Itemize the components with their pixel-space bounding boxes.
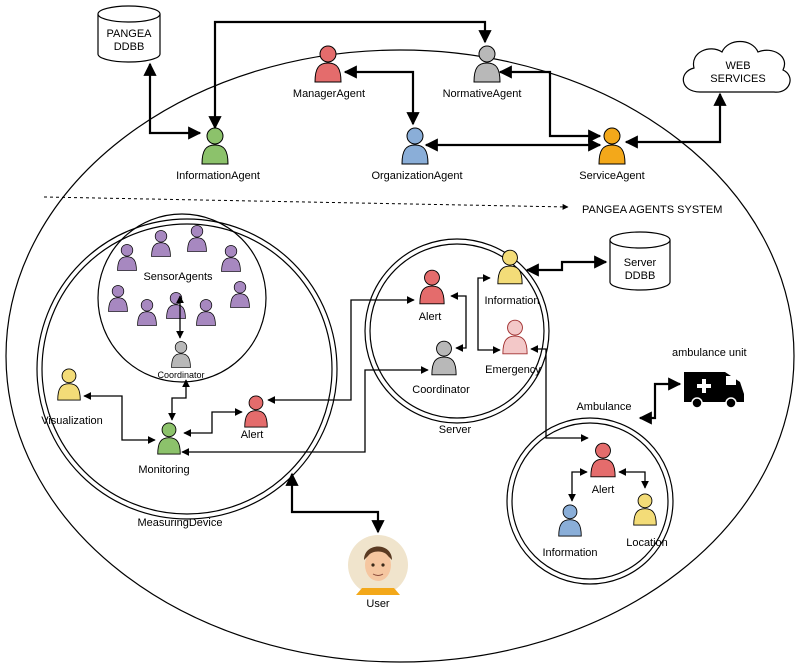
sensor-agent-icon <box>187 225 207 252</box>
server-alert-label: Alert <box>419 311 442 323</box>
md-coordinator-icon <box>171 341 191 368</box>
web-services-label-2: SERVICES <box>710 73 765 85</box>
information-agent-icon <box>201 127 229 165</box>
manager-agent-icon <box>314 45 342 83</box>
emergency-agent-icon <box>502 319 528 355</box>
ambulance-alert-agent-icon <box>590 442 616 478</box>
web-services-label-1: WEB <box>725 60 750 72</box>
location-agent-icon <box>633 493 657 526</box>
visualization-agent-icon <box>57 368 81 401</box>
monitoring-label: Monitoring <box>138 464 189 476</box>
pangea-db-label-1: PANGEA <box>106 28 152 40</box>
ambulance-vehicle-icon <box>684 372 744 409</box>
ambulance-boundary <box>506 417 674 585</box>
sensor-agent-icon <box>117 244 137 271</box>
ambulance-inner-boundary <box>511 422 669 580</box>
emergency-label: Emergency <box>485 364 541 376</box>
sensor-agent-icon <box>137 299 157 326</box>
organization-agent-label: OrganizationAgent <box>371 170 462 182</box>
service-agent-label: ServiceAgent <box>579 170 644 182</box>
service-agent-icon <box>598 127 626 165</box>
md-alert-label: Alert <box>241 429 264 441</box>
pangea-database: PANGEA DDBB <box>97 5 161 63</box>
system-separator-line <box>43 196 569 210</box>
server-database: Server DDBB <box>609 231 671 291</box>
location-label: Location <box>626 537 668 549</box>
ambulance-unit-label: ambulance unit <box>672 347 747 359</box>
ambulance-information-label: Information <box>542 547 597 559</box>
sensor-agent-icon <box>221 245 241 272</box>
server-alert-agent-icon <box>419 269 445 305</box>
information-agent-label: InformationAgent <box>176 170 260 182</box>
organization-agent-icon <box>401 127 429 165</box>
normative-agent-label: NormativeAgent <box>443 88 522 100</box>
server-coordinator-label: Coordinator <box>412 384 470 396</box>
server-db-label-1: Server <box>624 257 657 269</box>
normative-agent-icon <box>473 45 501 83</box>
ambulance-label: Ambulance <box>576 401 631 413</box>
sensor-agent-icon <box>230 281 250 308</box>
sensor-agent-icon <box>196 299 216 326</box>
sensor-agents-label: SensorAgents <box>143 271 213 283</box>
visualization-label: Visualization <box>41 415 103 427</box>
ambulance-alert-label: Alert <box>592 484 615 496</box>
server-db-label-2: DDBB <box>625 270 656 282</box>
md-alert-agent-icon <box>244 395 268 428</box>
sensor-agent-icon <box>151 230 171 257</box>
web-services-cloud: WEB SERVICES <box>682 40 791 93</box>
server-information-label: Information <box>484 295 539 307</box>
server-label: Server <box>439 424 472 436</box>
measuring-device-label: MeasuringDevice <box>138 517 223 529</box>
ambulance-information-agent-icon <box>558 504 582 537</box>
sensor-agent-icon <box>108 285 128 312</box>
user-avatar <box>348 535 408 595</box>
pangea-db-label-2: DDBB <box>114 41 145 53</box>
user-label: User <box>366 598 390 610</box>
manager-agent-label: ManagerAgent <box>293 88 365 100</box>
system-label: PANGEA AGENTS SYSTEM <box>582 204 722 216</box>
md-coordinator-label: Coordinator <box>157 370 204 380</box>
server-coordinator-agent-icon <box>431 340 457 376</box>
monitoring-agent-icon <box>157 422 181 455</box>
server-information-agent-icon <box>497 249 523 285</box>
sensor-agent-icon <box>166 292 186 319</box>
